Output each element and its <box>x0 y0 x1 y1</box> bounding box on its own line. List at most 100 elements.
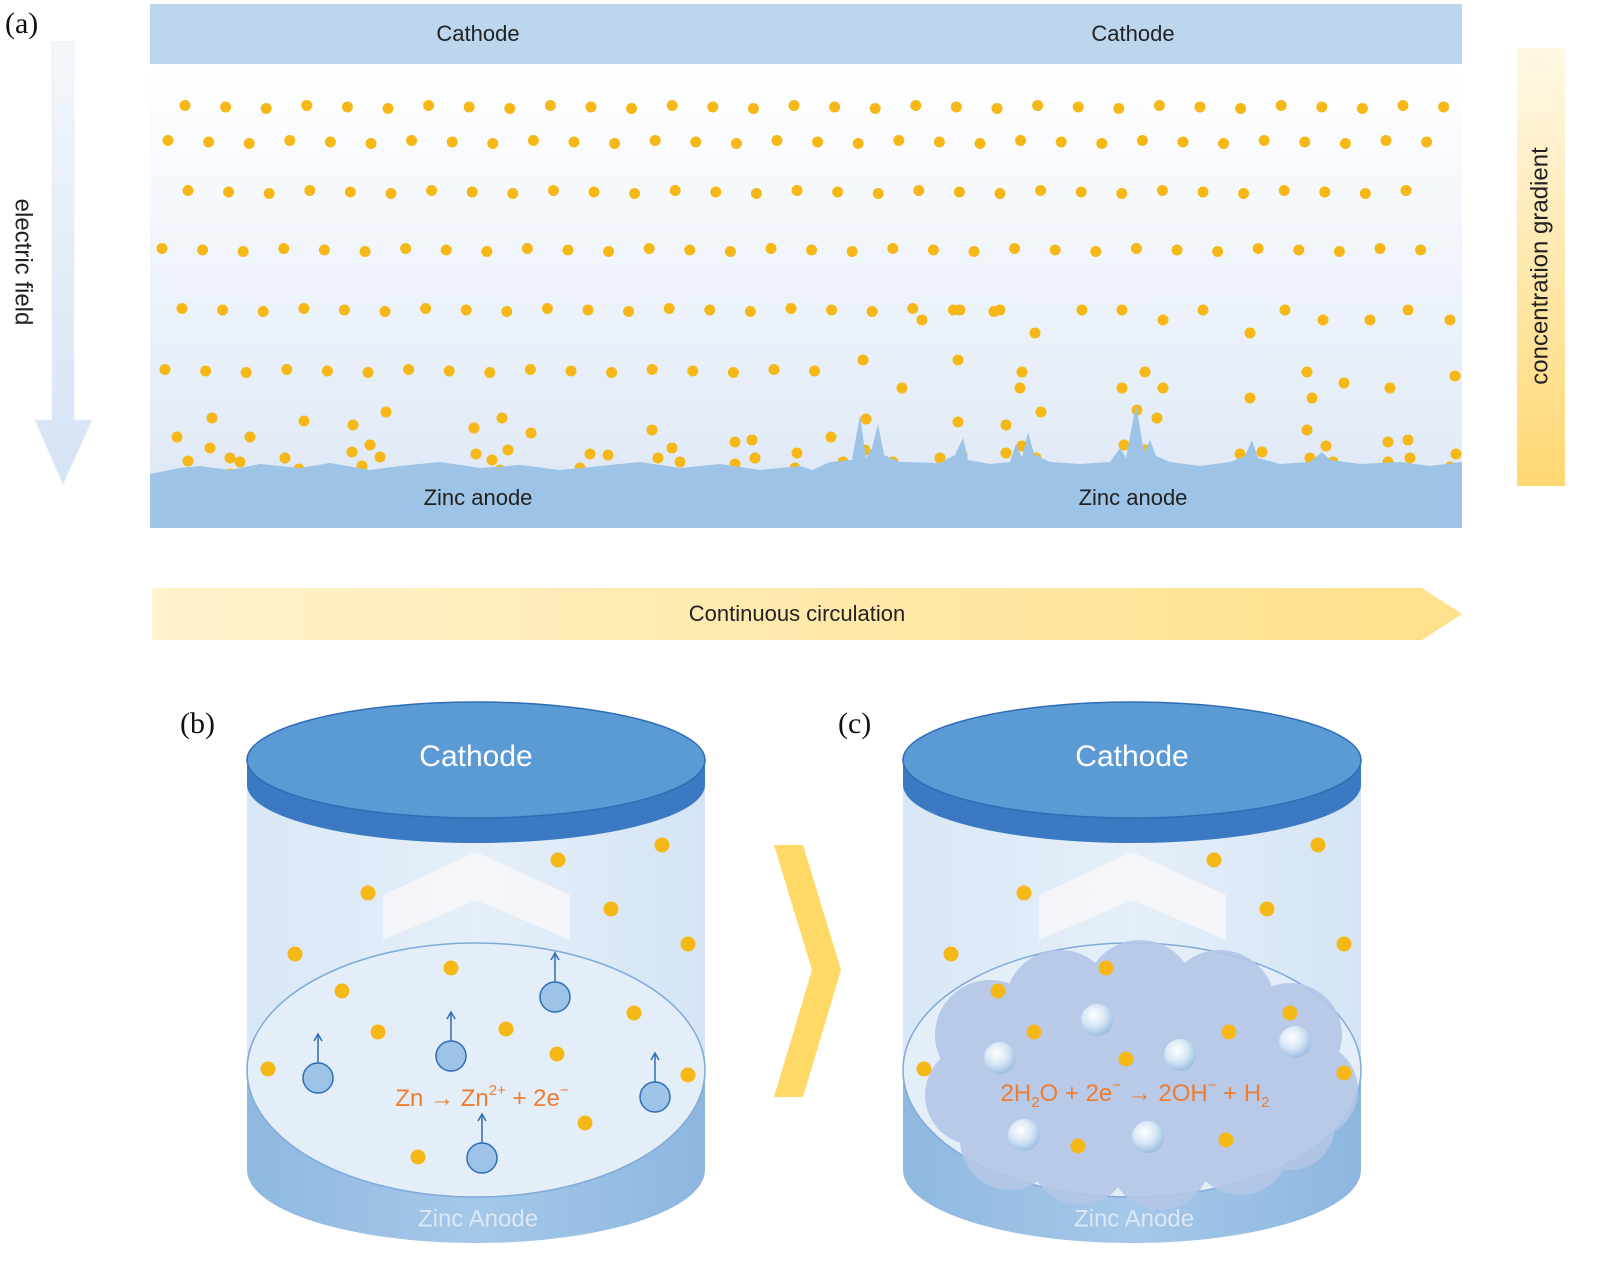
zinc-ion <box>1014 382 1026 394</box>
zinc-ion <box>341 101 353 113</box>
zinc-ion <box>952 416 964 428</box>
zinc-ion <box>750 188 762 199</box>
zinc-ion <box>463 101 475 113</box>
zinc-atom <box>539 951 571 1013</box>
zinc-ion <box>1293 244 1305 256</box>
electrolyte-region <box>150 64 1462 484</box>
zinc-ion <box>1090 246 1102 257</box>
zinc-ion <box>468 422 480 434</box>
zinc-ion <box>525 427 537 439</box>
zinc-ion <box>1400 185 1412 196</box>
zinc-ion <box>666 100 678 111</box>
panel-b: (b) Cathode Zn → Zn2+ + 2e− Zinc Anode <box>180 701 706 1243</box>
zinc-ion <box>1336 936 1352 952</box>
zinc-ion <box>1319 186 1331 198</box>
zinc-ion <box>1156 185 1168 196</box>
zinc-ion <box>159 364 171 375</box>
zinc-ion <box>1153 100 1165 111</box>
zinc-ion <box>1234 448 1246 460</box>
zinc-ion <box>524 364 536 375</box>
zinc-ion <box>544 100 556 111</box>
zinc-ion <box>1206 852 1222 868</box>
zinc-anode-label-left: Zinc anode <box>424 485 533 510</box>
zinc-ion <box>812 136 824 148</box>
zinc-ion <box>1157 314 1169 326</box>
zinc-ion <box>1279 304 1291 316</box>
zinc-ion <box>1009 243 1021 254</box>
zinc-atom <box>639 1051 671 1113</box>
zinc-ion <box>344 186 356 198</box>
zinc-ion <box>913 185 925 196</box>
zinc-ion <box>730 138 742 149</box>
zinc-ion <box>649 135 661 146</box>
zinc-ion <box>1382 436 1394 448</box>
zinc-ion <box>223 186 235 198</box>
zinc-ion <box>470 448 482 460</box>
zinc-ion <box>1130 243 1142 254</box>
zinc-ion <box>724 246 736 257</box>
zinc-ion <box>1118 1051 1134 1067</box>
zinc-ion <box>171 431 183 443</box>
zinc-ion <box>669 185 681 196</box>
transition-chevron <box>774 845 841 1097</box>
zinc-ion <box>943 946 959 962</box>
zinc-ion <box>1333 246 1345 257</box>
zinc-ion <box>284 135 296 146</box>
zinc-ions-b <box>260 837 696 1165</box>
zinc-ion <box>279 452 291 464</box>
zinc-ion <box>1116 304 1128 316</box>
bubble <box>984 1042 1016 1074</box>
zinc-ion <box>182 185 194 196</box>
zinc-ion <box>162 135 174 146</box>
zinc-ion <box>410 1149 426 1165</box>
zinc-ion <box>826 304 838 316</box>
zinc-ion <box>423 100 435 111</box>
zinc-ion <box>541 303 553 314</box>
zinc-ion <box>484 367 496 378</box>
zinc-ion <box>324 136 336 148</box>
zinc-ion <box>707 101 719 113</box>
zinc-ion <box>1238 188 1250 199</box>
zinc-ion <box>281 364 293 375</box>
zinc-ion <box>785 303 797 314</box>
zinc-ion <box>588 186 600 198</box>
zinc-ion <box>1072 101 1084 113</box>
zinc-ion <box>301 100 313 111</box>
reaction-equation-b: Zn → Zn2+ + 2e− <box>395 1082 569 1112</box>
zinc-ion <box>829 101 841 113</box>
zinc-ion <box>1397 100 1409 111</box>
zinc-ion <box>446 136 458 148</box>
zinc-ion <box>224 452 236 464</box>
zinc-ion <box>1252 243 1264 254</box>
zinc-ion <box>501 306 513 317</box>
zinc-ion <box>234 456 246 468</box>
continuous-circulation-arrow <box>152 588 1462 640</box>
zinc-ion <box>318 244 330 256</box>
zinc-ion <box>1438 101 1450 113</box>
zinc-ion <box>487 138 499 149</box>
zinc-ion <box>486 454 498 466</box>
zinc-ion <box>1118 439 1130 451</box>
zinc-anode-bar <box>150 405 1462 528</box>
zinc-ion <box>1359 188 1371 199</box>
zinc-ion <box>182 455 194 467</box>
zinc-ion <box>260 1061 276 1077</box>
zinc-ion <box>360 885 376 901</box>
zinc-ion <box>507 188 519 199</box>
zinc-ion <box>577 1115 593 1131</box>
zinc-ion <box>1415 244 1427 256</box>
dissolving-zinc-atoms <box>302 951 671 1174</box>
zinc-ion <box>907 303 919 314</box>
zinc-ion <box>852 138 864 149</box>
zinc-ion <box>504 103 516 114</box>
zinc-ion <box>334 983 350 999</box>
concentration-gradient-label: concentration gradient <box>1526 147 1553 385</box>
zinc-ion <box>603 901 619 917</box>
zinc-ion <box>365 138 377 149</box>
zinc-ion <box>1029 327 1041 339</box>
zinc-ion <box>549 1046 565 1062</box>
zinc-ion <box>1301 366 1313 378</box>
zinc-ion <box>220 101 232 113</box>
zinc-ion <box>629 188 641 199</box>
zinc-ion <box>893 135 905 146</box>
